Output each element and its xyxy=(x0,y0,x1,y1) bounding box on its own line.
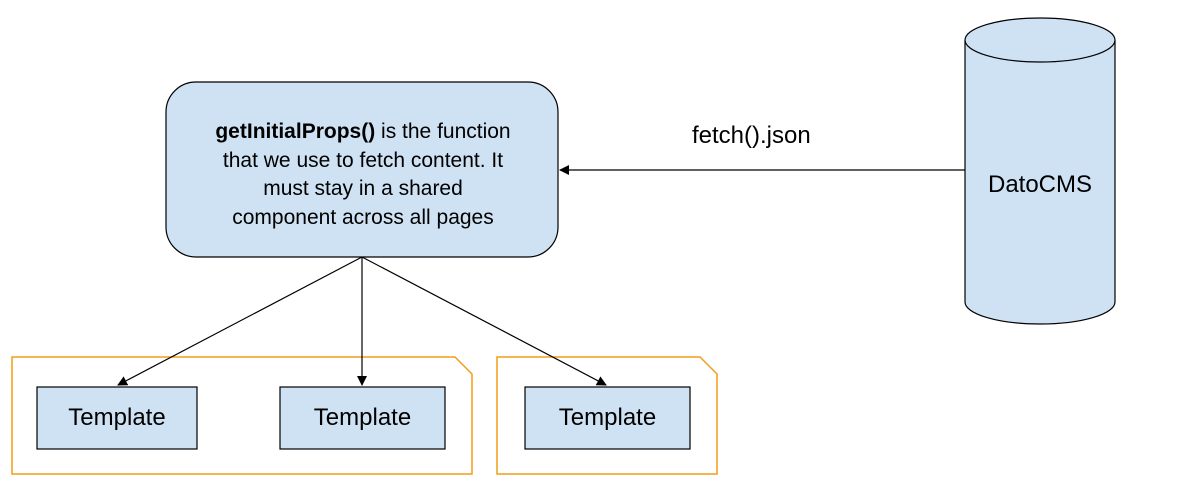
main-box-text: getInitialProps() is the function that w… xyxy=(168,118,558,232)
arrow-to-template-3 xyxy=(361,256,607,386)
main-box-line-2: that we use to fetch content. It xyxy=(222,148,504,172)
template-group-right xyxy=(496,356,718,475)
main-box-line-1-rest: is the function xyxy=(375,120,511,143)
template-box-1[interactable] xyxy=(36,386,198,450)
database-cylinder[interactable] xyxy=(964,17,1116,325)
main-box-line-1: getInitialProps() is the function xyxy=(168,118,558,147)
template-label-2: Template xyxy=(313,404,412,431)
arrow-to-template-1 xyxy=(117,256,363,386)
database-label: DatoCMS xyxy=(987,171,1093,198)
template-group-left xyxy=(11,356,473,475)
main-box-line-4: component across all pages xyxy=(232,205,494,229)
fetch-edge-label: fetch().json xyxy=(692,122,811,149)
main-box-line-3: must stay in a shared xyxy=(263,177,463,200)
template-box-3[interactable] xyxy=(524,386,691,450)
template-label-3: Template xyxy=(558,404,657,431)
function-name: getInitialProps() xyxy=(215,120,376,143)
template-label-1: Template xyxy=(68,404,166,431)
template-box-2[interactable] xyxy=(279,386,446,450)
